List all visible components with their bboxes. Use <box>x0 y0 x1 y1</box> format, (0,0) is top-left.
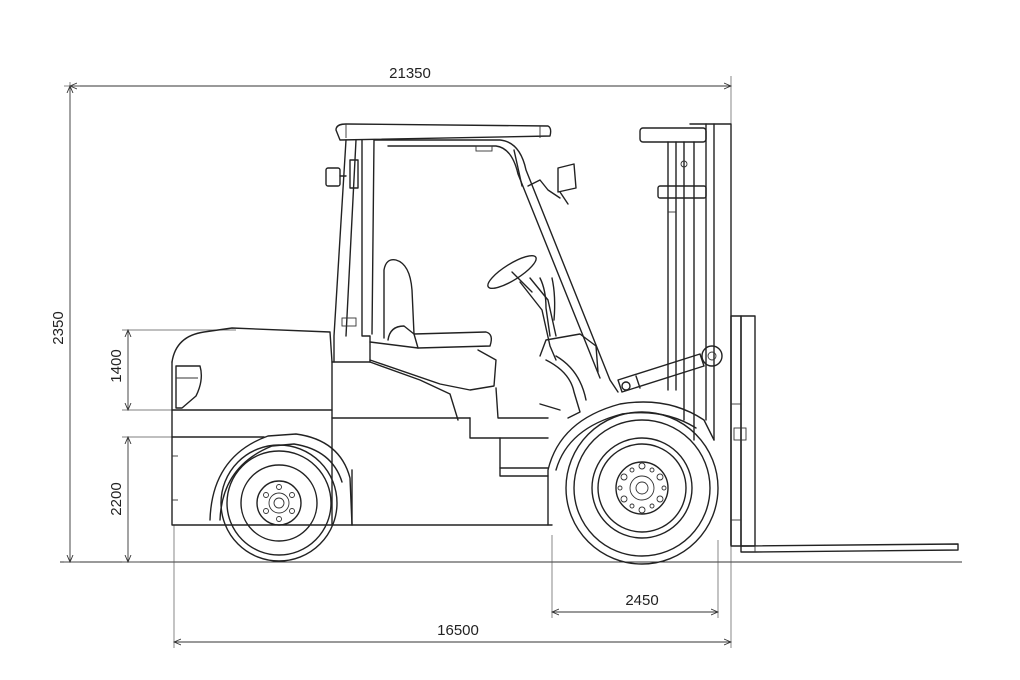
dimension-wheelbase-length: 16500 <box>174 525 731 648</box>
rear-fender <box>209 433 353 526</box>
dim-label-overall-height: 2350 <box>50 311 67 344</box>
operator-seat <box>369 259 497 421</box>
front-fender <box>547 401 715 526</box>
dim-label-overall-length: 21350 <box>389 65 431 82</box>
dimension-front-overhang: 2450 <box>552 535 718 618</box>
overhead-guard <box>325 123 619 393</box>
dimension-overall-height: 2350 <box>50 86 80 562</box>
rear-fender-inner <box>219 443 343 521</box>
dimension-lower-height: 2200 <box>108 437 172 562</box>
dimension-overall-length: 21350 <box>70 65 731 124</box>
dim-label-wheelbase-length: 16500 <box>437 622 479 639</box>
chassis <box>331 361 549 526</box>
dim-label-lower-height: 2200 <box>108 482 125 515</box>
rear-wheel <box>220 444 338 562</box>
fork-tine <box>740 543 959 553</box>
steering-column <box>487 254 599 419</box>
fork-carriage <box>730 315 756 547</box>
dim-label-body-height: 1400 <box>108 349 125 382</box>
dim-label-front-overhang: 2450 <box>625 592 658 609</box>
mast <box>617 123 732 546</box>
counterweight-body <box>171 327 553 526</box>
front-wheel <box>565 411 719 565</box>
